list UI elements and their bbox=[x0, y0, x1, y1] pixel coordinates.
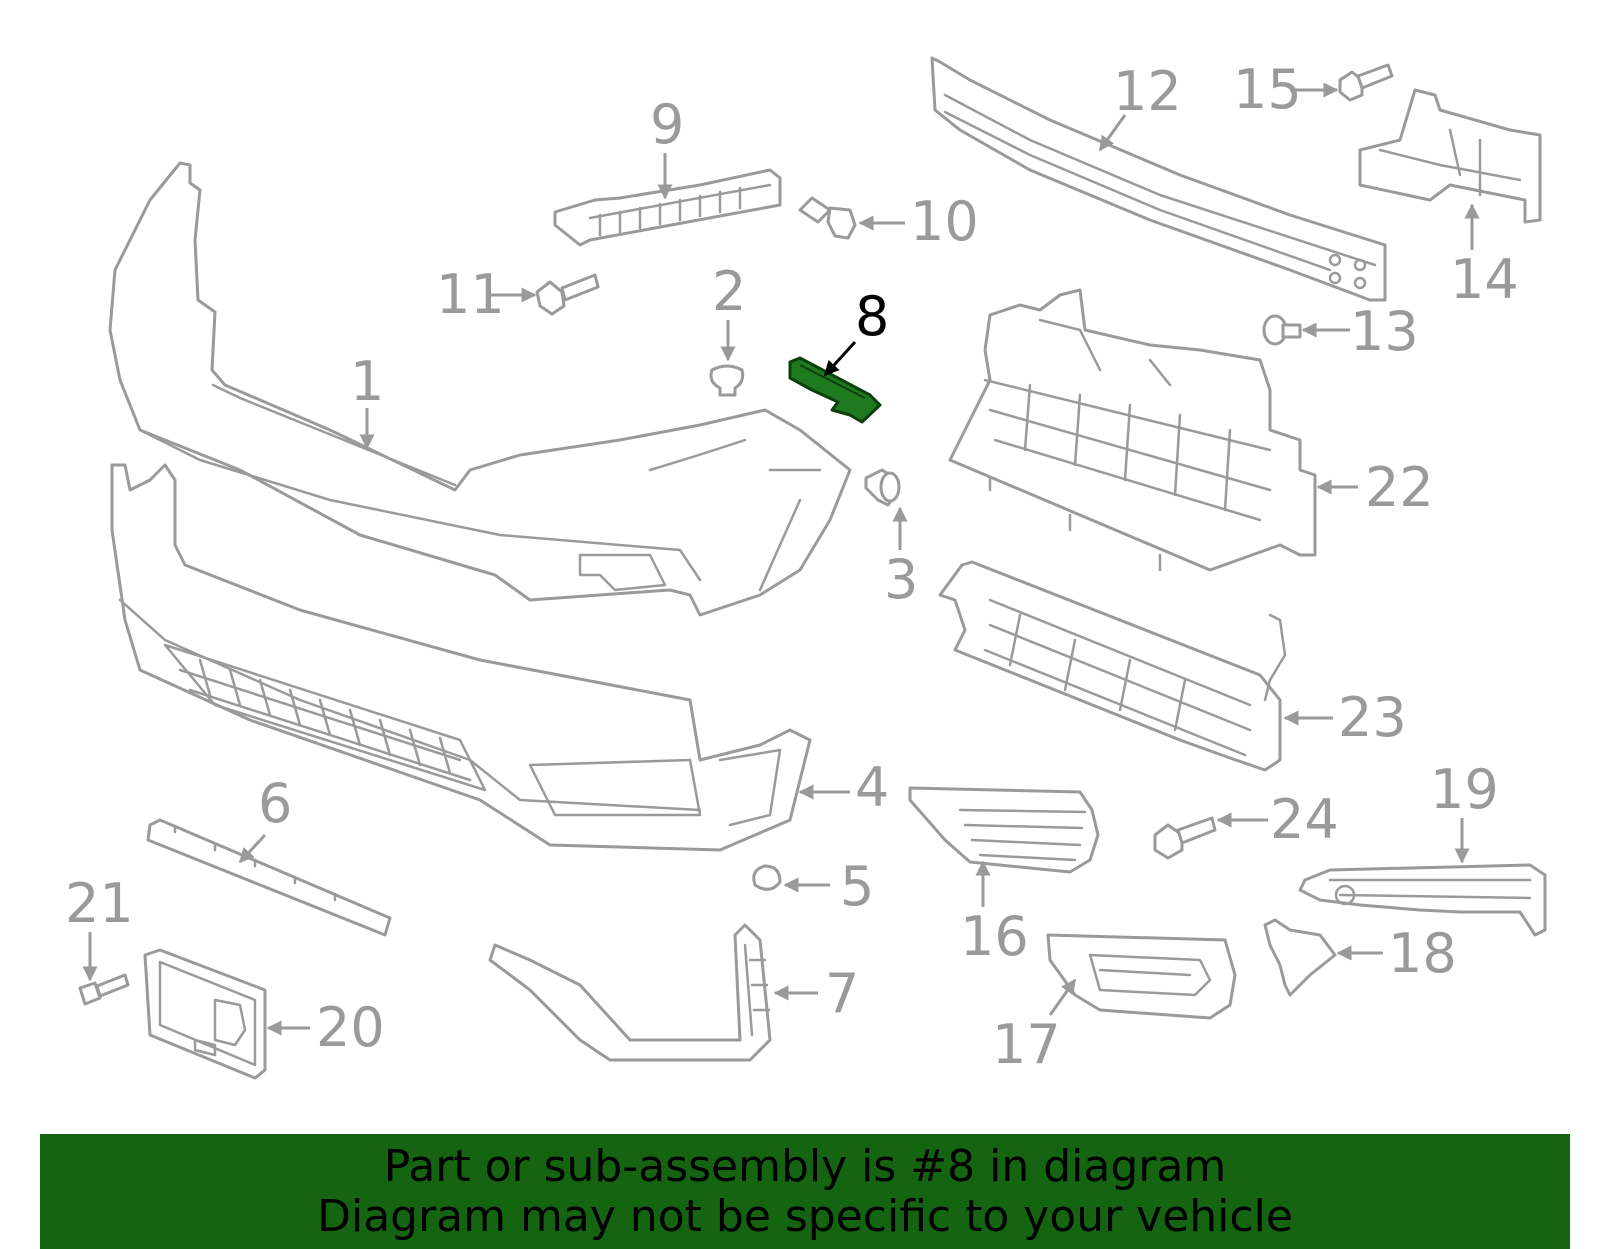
callout-8: 8 bbox=[855, 285, 889, 348]
callout-9: 9 bbox=[650, 93, 684, 156]
part-18-bracket bbox=[1263, 918, 1337, 997]
callout-14: 14 bbox=[1450, 248, 1519, 311]
callout-10: 10 bbox=[910, 190, 979, 253]
part-10-bolt bbox=[798, 196, 857, 240]
callout-2: 2 bbox=[712, 260, 746, 323]
part-23-shutter bbox=[938, 560, 1287, 772]
callout-5: 5 bbox=[840, 855, 874, 918]
part-12-beam bbox=[930, 56, 1387, 302]
callout-23: 23 bbox=[1338, 686, 1407, 749]
callout-21: 21 bbox=[65, 872, 134, 935]
part-7-lower-trim bbox=[488, 923, 772, 1062]
callout-13: 13 bbox=[1350, 300, 1419, 363]
part-5-clip bbox=[752, 864, 782, 891]
info-banner: Part or sub-assembly is #8 in diagram Di… bbox=[40, 1134, 1570, 1249]
callout-18: 18 bbox=[1388, 922, 1457, 985]
callout-20: 20 bbox=[316, 996, 385, 1059]
part-14-bracket bbox=[1358, 88, 1542, 224]
part-1-bumper-cover bbox=[108, 161, 852, 617]
part-16-fog-grille bbox=[908, 786, 1100, 874]
part-22-air-guide bbox=[948, 288, 1317, 572]
callout-15: 15 bbox=[1233, 58, 1302, 121]
part-19-side-trim bbox=[1298, 863, 1547, 937]
part-4-lower-bumper bbox=[110, 463, 812, 852]
part-2-clip bbox=[709, 364, 745, 397]
callout-19: 19 bbox=[1430, 758, 1499, 821]
callout-6: 6 bbox=[258, 772, 292, 835]
callout-3: 3 bbox=[884, 548, 918, 611]
callout-numbers: 1 2 3 4 5 6 7 8 9 10 11 12 13 14 15 16 1… bbox=[65, 58, 1519, 1076]
callout-22: 22 bbox=[1365, 456, 1434, 519]
part-8-highlighted-bracket bbox=[788, 356, 882, 424]
banner-line-2: Diagram may not be specific to your vehi… bbox=[317, 1191, 1293, 1242]
part-11-bolt bbox=[535, 273, 600, 316]
part-17-fog-grille bbox=[1046, 933, 1237, 1020]
part-6-strip bbox=[146, 818, 392, 937]
callout-1: 1 bbox=[350, 350, 384, 413]
callout-16: 16 bbox=[960, 905, 1029, 968]
part-15-bolt bbox=[1338, 63, 1394, 102]
callout-7: 7 bbox=[825, 962, 859, 1025]
part-3-screw bbox=[864, 468, 901, 507]
part-9-bracket bbox=[553, 168, 782, 247]
callout-24: 24 bbox=[1270, 788, 1339, 851]
callout-4: 4 bbox=[855, 756, 889, 819]
part-21-bolt bbox=[78, 973, 130, 1006]
part-13-clip bbox=[1262, 314, 1302, 346]
callout-17: 17 bbox=[992, 1013, 1061, 1076]
leader-lines bbox=[82, 82, 1480, 1036]
callout-11: 11 bbox=[436, 263, 505, 326]
banner-line-1: Part or sub-assembly is #8 in diagram bbox=[383, 1141, 1227, 1192]
part-20-license-bracket bbox=[143, 948, 267, 1080]
part-24-bolt bbox=[1153, 816, 1217, 860]
callout-12: 12 bbox=[1113, 60, 1182, 123]
